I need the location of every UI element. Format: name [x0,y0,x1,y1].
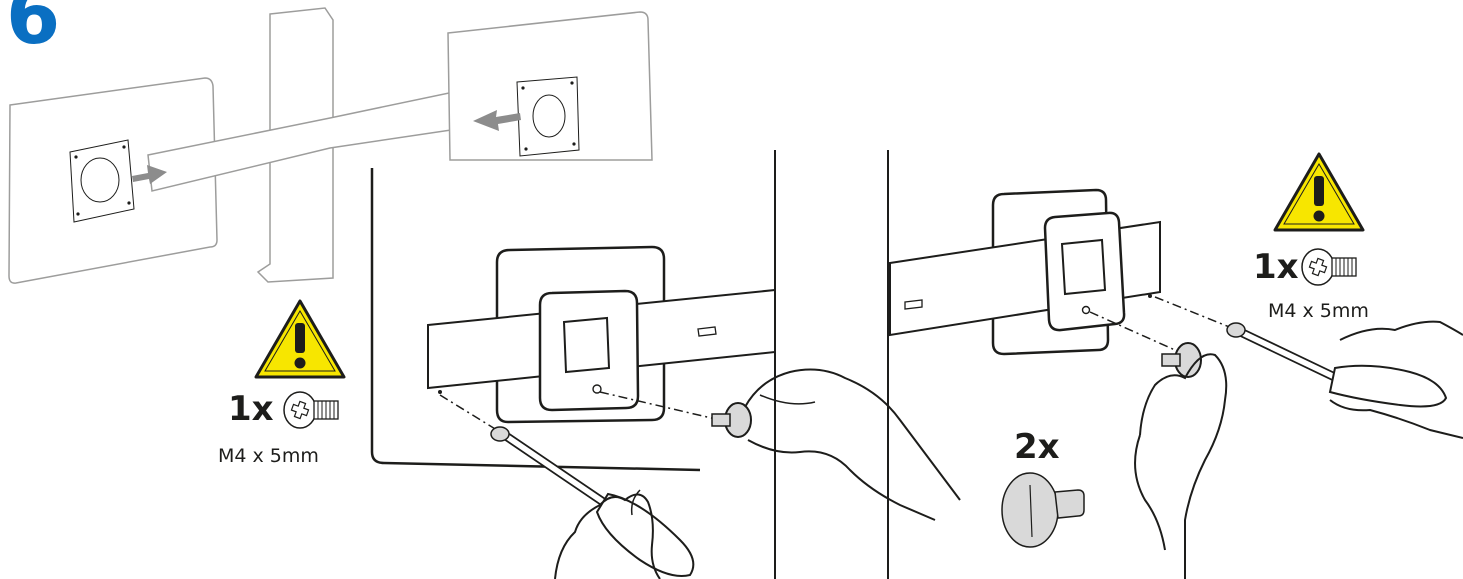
left-vesa-plate [70,140,134,222]
left-screw-icon [284,392,338,428]
hand-icon [1340,322,1463,340]
right-panel [888,150,1463,579]
right-screw-spec: M4 x 5mm [1268,302,1369,321]
thumbscrew-icon [712,403,751,437]
loose-thumbscrew-icon [1002,473,1084,547]
thumbscrew-icon [1162,343,1201,377]
step-number: 6 [6,0,60,56]
thumbscrew-quantity: 2x [1014,430,1060,464]
left-quantity: 1x [228,392,274,426]
screwdriver-icon [491,427,693,576]
overview-scene [9,8,652,283]
right-warning-icon [1275,154,1363,230]
hand-icon [745,370,960,500]
middle-panel [372,150,960,579]
left-screw-spec: M4 x 5mm [218,447,319,466]
screwdriver-icon [1227,323,1446,406]
hand-icon [1140,354,1226,579]
right-vesa-plate [517,77,579,156]
left-warning-icon [256,301,344,377]
right-quantity: 1x [1253,250,1299,284]
right-screw-icon [1302,249,1356,285]
